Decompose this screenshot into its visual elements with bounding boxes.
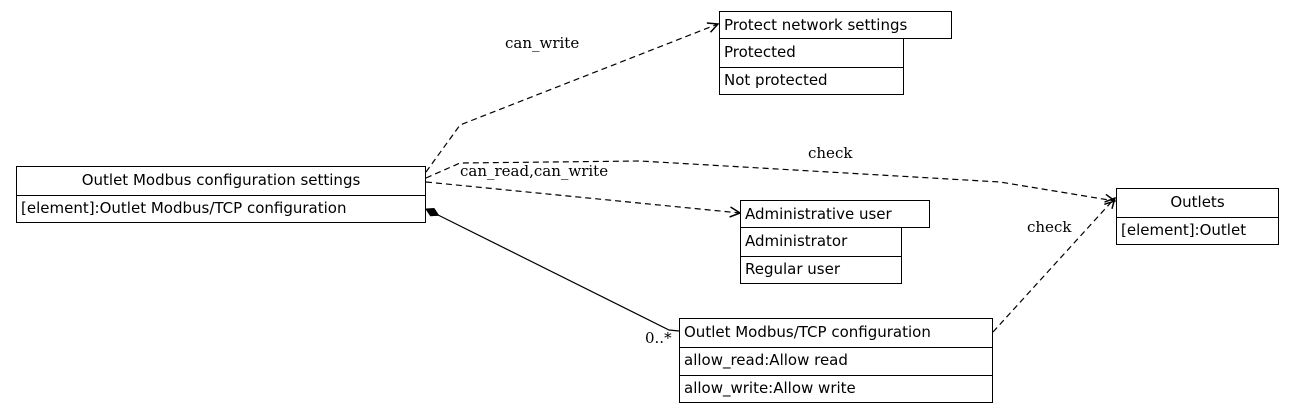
divider — [1117, 217, 1278, 218]
node-administrative-user[interactable]: Administrative user — [740, 200, 930, 228]
edge-check-top — [426, 160, 1115, 201]
divider — [741, 256, 901, 257]
node-row: allow_write:Allow write — [684, 379, 856, 397]
node-row: [element]:Outlet — [1121, 221, 1247, 239]
node-administrative-user-values: Administrator Regular user — [740, 227, 902, 284]
node-outlets[interactable]: Outlets [element]:Outlet — [1116, 188, 1279, 245]
node-protect-network-settings[interactable]: Protect network settings — [719, 11, 952, 39]
node-row: Protected — [724, 43, 796, 61]
node-outlet-modbus-configuration-settings[interactable]: Outlet Modbus configuration settings [el… — [16, 166, 426, 223]
node-title: Outlet Modbus configuration settings — [81, 171, 361, 189]
divider — [680, 375, 992, 376]
edge-can-write — [425, 24, 718, 173]
edge-label-multiplicity: 0..* — [645, 329, 672, 347]
edge-label-can-read-write: can_read,can_write — [460, 162, 609, 180]
node-title: Outlet Modbus/TCP configuration — [684, 323, 931, 341]
node-title: Outlets — [1170, 193, 1225, 211]
node-outlet-modbus-tcp-configuration[interactable]: Outlet Modbus/TCP configuration allow_re… — [679, 318, 993, 403]
node-row: [element]:Outlet Modbus/TCP configuratio… — [21, 199, 347, 217]
divider — [17, 195, 425, 196]
node-row: Administrator — [745, 232, 848, 250]
edge-can-read-write — [425, 181, 740, 213]
edge-check-bottom — [992, 198, 1115, 333]
divider — [720, 67, 903, 68]
divider — [680, 347, 992, 348]
node-row: Regular user — [745, 260, 841, 278]
node-row: allow_read:Allow read — [684, 351, 848, 369]
node-title: Protect network settings — [724, 16, 908, 34]
edge-label-check-top: check — [808, 144, 853, 162]
edge-composition — [425, 208, 680, 332]
node-protect-network-settings-values: Protected Not protected — [719, 38, 904, 95]
edge-label-check-bottom: check — [1027, 218, 1072, 236]
node-row: Not protected — [724, 71, 828, 89]
edge-label-can-write: can_write — [505, 34, 580, 52]
node-title: Administrative user — [745, 205, 892, 223]
